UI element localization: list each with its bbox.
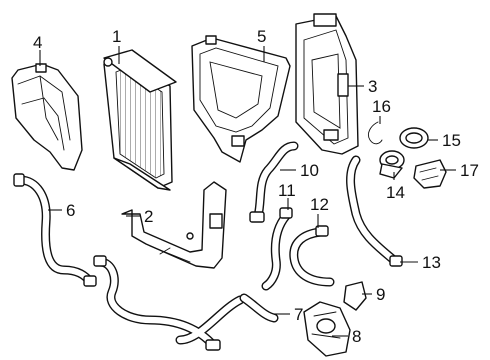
callout-1: 1 — [112, 27, 121, 46]
callout-7: 7 — [294, 305, 303, 324]
part-3-mount — [323, 129, 339, 141]
part-7-end-a — [93, 255, 107, 267]
part-11-hose — [261, 207, 293, 291]
part-10-hose — [249, 141, 299, 223]
part-13-hose — [346, 155, 403, 267]
callout-10: 10 — [300, 161, 319, 180]
leader-lines — [39, 46, 456, 337]
callout-4: 4 — [33, 33, 42, 52]
part-7-hose — [93, 255, 279, 351]
callout-13: 13 — [422, 253, 441, 272]
callout-6: 6 — [66, 201, 75, 220]
part-15-ring — [399, 127, 429, 149]
callout-14: 14 — [386, 183, 405, 202]
callout-17: 17 — [460, 161, 479, 180]
part-6-hose — [13, 173, 97, 287]
part-1-radiator — [103, 49, 177, 191]
callout-5: 5 — [257, 27, 266, 46]
part-10-end — [249, 211, 265, 223]
part-6-end-lower — [83, 275, 97, 287]
callouts: 1 2 3 4 5 6 7 8 9 10 11 12 13 14 15 16 1… — [33, 27, 479, 346]
part-2-tab — [209, 213, 223, 229]
part-5-foot — [231, 135, 245, 147]
part-5-clip — [205, 35, 217, 45]
part-4-housing — [11, 63, 83, 171]
part-17-bracket — [413, 159, 447, 189]
part-3-frame — [295, 13, 359, 155]
part-2-bracket — [121, 181, 227, 269]
callout-16: 16 — [372, 97, 391, 116]
part-6-end — [13, 173, 25, 187]
callout-15: 15 — [442, 131, 461, 150]
part-14-fitting — [379, 150, 405, 179]
part-8-pump — [303, 301, 351, 357]
callout-11: 11 — [278, 181, 296, 200]
callout-3: 3 — [368, 77, 377, 96]
part-12-end — [315, 225, 329, 237]
part-11-end — [279, 207, 293, 219]
part-7-end-b — [205, 339, 221, 351]
callout-9: 9 — [376, 285, 385, 304]
part-16-clip — [367, 121, 383, 145]
callout-2: 2 — [144, 207, 153, 226]
part-3-bracket — [337, 73, 349, 97]
callout-12: 12 — [310, 195, 329, 214]
part-2-hole — [186, 232, 194, 240]
part-12-hose — [289, 225, 335, 287]
callout-8: 8 — [352, 327, 361, 346]
part-4-tab — [35, 63, 47, 73]
part-13-end — [389, 255, 403, 267]
part-3-cap — [313, 13, 337, 27]
part-1-bolt — [103, 57, 113, 67]
part-5-shroud — [191, 35, 291, 163]
part-9-bracket — [343, 281, 367, 311]
